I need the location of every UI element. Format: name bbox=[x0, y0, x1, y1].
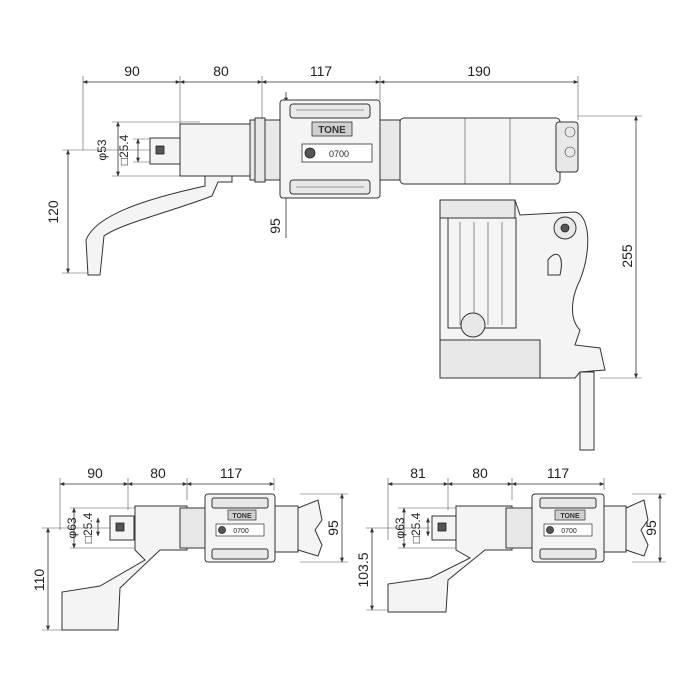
br-dim-3: 117 bbox=[547, 465, 570, 481]
bl-dim-3: 117 bbox=[220, 465, 243, 481]
bl-brand-logo: TONE bbox=[232, 513, 252, 520]
br-counter: 0700 bbox=[561, 528, 577, 535]
br-reaction-dim: 103.5 bbox=[355, 552, 371, 587]
top-dim-4: 190 bbox=[467, 63, 491, 79]
top-counter: 0700 bbox=[329, 149, 349, 159]
top-brand-logo: TONE bbox=[318, 125, 346, 136]
bl-reaction-dim: 110 bbox=[31, 569, 47, 592]
top-dim-2: 80 bbox=[213, 63, 229, 79]
bl-counter: 0700 bbox=[233, 528, 249, 535]
top-reaction-dim: 120 bbox=[45, 200, 61, 224]
top-height-dim: 255 bbox=[619, 244, 635, 268]
top-dim-1: 90 bbox=[124, 63, 140, 79]
bottom-right-view: 81 80 117 φ63 □25.4 103.5 95 TONE 0700 bbox=[355, 465, 666, 613]
br-width-dim: 95 bbox=[643, 520, 659, 536]
top-view: 90 80 117 190 φ53 □25.4 120 95 255 bbox=[45, 63, 642, 451]
bottom-left-view: 90 80 117 φ63 □25.4 110 95 TONE 0700 bbox=[31, 465, 348, 631]
br-dim-2: 80 bbox=[472, 465, 488, 481]
br-brand-logo: TONE bbox=[560, 513, 580, 520]
bl-dim-1: 90 bbox=[87, 465, 103, 481]
bl-dim-2: 80 bbox=[150, 465, 166, 481]
br-dim-1: 81 bbox=[410, 465, 426, 481]
top-width-dim: 95 bbox=[267, 218, 283, 234]
top-dim-3: 117 bbox=[310, 63, 333, 79]
bl-width-dim: 95 bbox=[325, 520, 341, 536]
